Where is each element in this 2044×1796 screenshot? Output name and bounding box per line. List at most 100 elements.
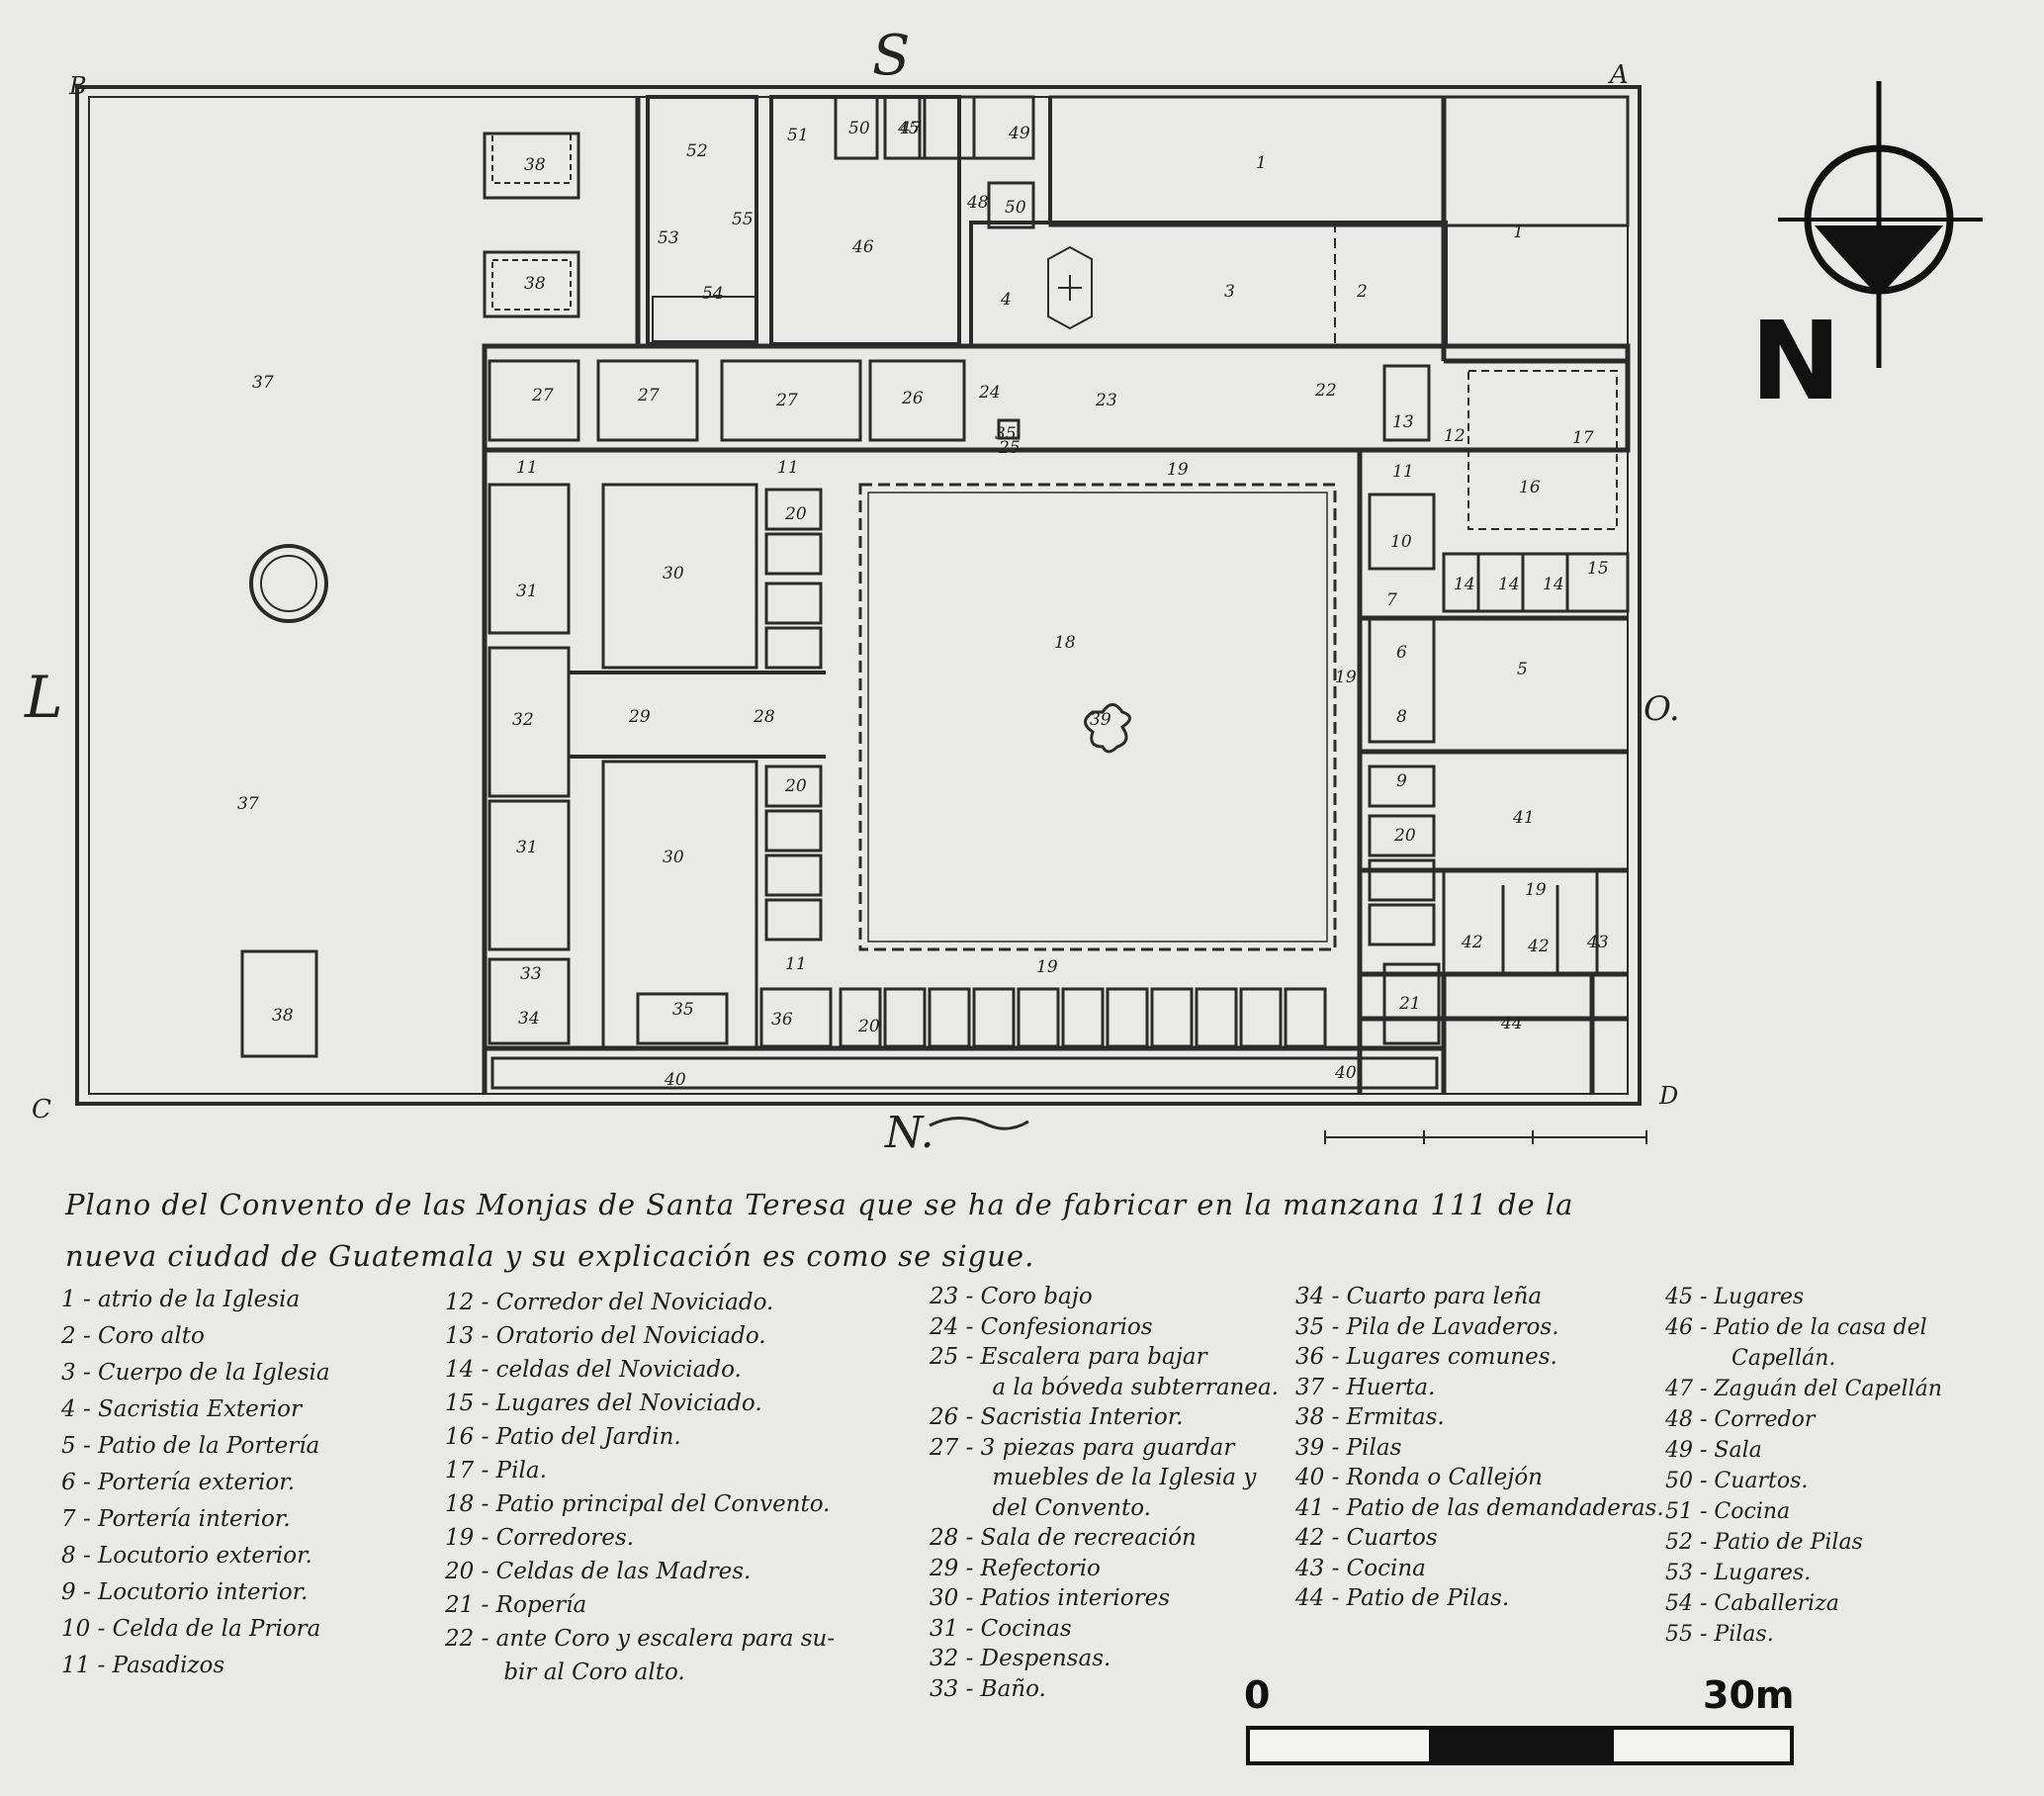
room-1-a: 1	[1256, 153, 1267, 173]
room-20-a: 20	[784, 504, 807, 524]
cardinal-east-label: O.	[1644, 689, 1680, 729]
legend-item: 21 - Ropería	[445, 1592, 587, 1618]
legend-item: 44 - Patio de Pilas.	[1295, 1585, 1510, 1611]
room-44: 44	[1500, 1014, 1523, 1033]
room-35-a: 35	[672, 1000, 694, 1020]
scale-start-label: 0	[1244, 1673, 1271, 1717]
legend-item: 16 - Patio del Jardin.	[445, 1424, 681, 1450]
main-cloister	[858, 483, 1337, 951]
cardinal-west-label: L	[24, 664, 63, 731]
north-flourish	[929, 1117, 1029, 1130]
legend-item: del Convento.	[992, 1494, 1151, 1521]
room-47: 47	[899, 119, 922, 138]
scale-end-label: 30m	[1703, 1673, 1795, 1717]
room-5: 5	[1517, 660, 1528, 679]
room-32: 32	[512, 710, 534, 730]
cardinal-north-label: N.	[884, 1108, 934, 1158]
legend-item: 35 - Pila de Lavaderos.	[1295, 1313, 1559, 1340]
room-46: 46	[851, 237, 874, 257]
legend-item: 49 - Sala	[1665, 1438, 1762, 1463]
room-54: 54	[702, 284, 724, 304]
room-40-a: 40	[664, 1070, 686, 1090]
legend-item: 53 - Lugares.	[1665, 1561, 1812, 1585]
legend-item: 48 - Corredor	[1665, 1407, 1816, 1432]
room-31-a: 31	[516, 582, 538, 601]
legend-item: 28 - Sala de recreación	[930, 1525, 1197, 1551]
corner-label-c: C	[32, 1095, 51, 1124]
room-35-b: 35	[995, 424, 1017, 444]
legend-item: 6 - Portería exterior.	[61, 1470, 296, 1495]
room-7: 7	[1386, 590, 1397, 610]
legend-item: 13 - Oratorio del Noviciado.	[445, 1323, 766, 1349]
wall-lines	[482, 97, 1631, 1094]
north-range	[488, 359, 1431, 442]
compass-rose-icon	[1778, 81, 1983, 368]
room-20-d: 20	[1393, 826, 1416, 846]
legend-item: 36 - Lugares comunes.	[1295, 1344, 1557, 1370]
legend-item: 43 - Cocina	[1295, 1555, 1426, 1581]
legend-item: 12 - Corredor del Noviciado.	[445, 1290, 774, 1315]
legend-item: 22 - ante Coro y escalera para su-	[445, 1626, 836, 1652]
room-21: 21	[1398, 994, 1421, 1014]
legend-item: 26 - Sacristia Interior.	[930, 1404, 1184, 1430]
room-12: 12	[1444, 426, 1466, 446]
room-33: 33	[520, 964, 542, 984]
legend-item: 1 - atrio de la Iglesia	[61, 1287, 301, 1312]
room-numbers: 1 1 2 3 4 5 6 7 8 9 10 11 11 11 11 12 13…	[237, 119, 1609, 1090]
room-16: 16	[1519, 478, 1541, 497]
room-20-b: 20	[784, 776, 807, 796]
legend-column-3: 23 - Coro bajo 24 - Confesionarios 25 - …	[930, 1282, 1279, 1704]
legend-item: 2 - Coro alto	[61, 1323, 205, 1349]
plan-title: Plano del Convento de las Monjas de Sant…	[65, 1188, 1574, 1273]
room-11-d: 11	[785, 954, 807, 974]
legend-column-4: 34 - Cuarto para leña 35 - Pila de Lavad…	[1295, 1282, 1664, 1614]
legend-item: 45 - Lugares	[1665, 1285, 1805, 1309]
legend-item: 46 - Patio de la casa del	[1665, 1315, 1927, 1340]
legend-item: 19 - Corredores.	[445, 1525, 635, 1551]
room-14-a: 14	[1454, 575, 1475, 594]
legend-column-5: 45 - Lugares 46 - Patio de la casa del C…	[1665, 1282, 1942, 1650]
room-51: 51	[787, 126, 809, 145]
legend-item: Capellán.	[1732, 1346, 1836, 1371]
legend-item: 40 - Ronda o Callejón	[1295, 1465, 1543, 1490]
room-34: 34	[518, 1009, 540, 1029]
legend-item: 15 - Lugares del Noviciado.	[445, 1391, 762, 1416]
corner-labels: A B C D	[32, 60, 1678, 1124]
cardinal-labels: S N. O. L	[24, 24, 1680, 1158]
room-14-b: 14	[1498, 575, 1520, 594]
legend-item: 5 - Patio de la Portería	[61, 1433, 320, 1459]
room-45: 45	[897, 119, 920, 138]
legend-item: 14 - celdas del Noviciado.	[445, 1357, 742, 1383]
legend-item: 24 - Confesionarios	[930, 1313, 1153, 1340]
corner-label-d: D	[1658, 1082, 1678, 1110]
room-55: 55	[732, 210, 754, 229]
room-13: 13	[1392, 412, 1414, 432]
room-29: 29	[628, 707, 651, 727]
room-19-a: 19	[1167, 460, 1189, 480]
room-27-c: 27	[775, 391, 798, 410]
scale-bar	[1246, 1726, 1794, 1765]
legend-item: 17 - Pila.	[445, 1458, 547, 1483]
room-26: 26	[901, 389, 924, 408]
room-17: 17	[1572, 428, 1594, 448]
legend-item: 11 - Pasadizos	[61, 1653, 225, 1678]
room-1-b: 1	[1513, 223, 1524, 242]
legend-item: muebles de la Iglesia y	[992, 1465, 1257, 1490]
legend-item: 31 - Cocinas	[930, 1615, 1072, 1642]
room-22: 22	[1314, 381, 1337, 401]
legend-item: 8 - Locutorio exterior.	[61, 1543, 312, 1569]
legend-item: 4 - Sacristia Exterior	[61, 1396, 302, 1422]
cardinal-south-label: S	[872, 24, 910, 88]
room-3: 3	[1224, 282, 1235, 302]
room-30-b: 30	[663, 848, 684, 867]
room-8: 8	[1396, 707, 1407, 727]
room-6: 6	[1396, 643, 1407, 663]
room-31-b: 31	[516, 838, 538, 857]
room-9: 9	[1396, 771, 1407, 791]
east-cells	[1368, 493, 1599, 1045]
room-11-b: 11	[777, 458, 799, 478]
legend-item: a la bóveda subterranea.	[992, 1374, 1279, 1400]
room-42-a: 42	[1461, 933, 1483, 952]
church-block	[969, 95, 1630, 348]
legend-item: 41 - Patio de las demandaderas.	[1295, 1494, 1664, 1521]
